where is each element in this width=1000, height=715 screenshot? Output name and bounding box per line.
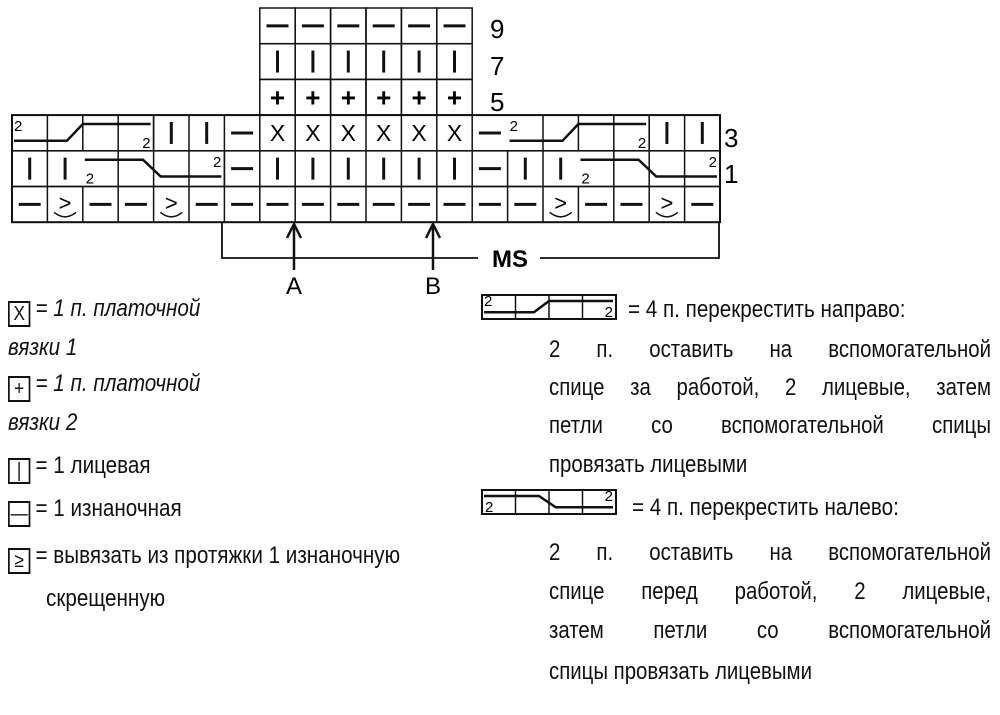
cable-right-line (14, 122, 151, 143)
cable-right-line (484, 299, 613, 314)
legend-text: = 1 п. платочной (35, 370, 201, 397)
cable-right-line (509, 122, 647, 143)
increase-arc (53, 211, 77, 218)
cable-number: 2 (581, 171, 589, 188)
arrow-up-icon (424, 221, 442, 239)
legend-text: петли со вспомогательной спицы (549, 412, 991, 439)
row-label: 5 (490, 87, 504, 117)
knit-symbol-icon: | (8, 458, 31, 484)
cable-right-icon: 22 (481, 293, 617, 321)
cable-left-line (484, 494, 613, 509)
ms-bracket (221, 222, 478, 259)
increase-arc (549, 211, 573, 218)
legend-m1: ≥= вывязать из протяжки 1 изнаночную (8, 537, 400, 574)
row-label: 7 (490, 51, 504, 81)
row-label: 9 (490, 14, 504, 44)
legend-text: 2 п. оставить на вспомогательной (549, 539, 991, 566)
legend-text: затем петли со вспомогательной (549, 617, 991, 644)
increase-symbol: > (165, 190, 178, 215)
legend-purl: —= 1 изнаночная (8, 490, 182, 527)
garter-symbol: X (376, 120, 391, 146)
cable-number: 2 (213, 154, 221, 171)
increase-symbol: > (59, 190, 72, 215)
cable-number: 2 (484, 293, 492, 310)
plus-symbol-icon: + (8, 376, 31, 402)
purl-symbol-icon: — (8, 501, 31, 527)
garter-symbol: X (447, 120, 462, 146)
legend-text: 2 п. оставить на вспомогательной (549, 336, 991, 363)
legend-text: провязать лицевыми (549, 451, 748, 478)
chart-frame (11, 114, 721, 224)
increase-symbol: > (554, 190, 567, 215)
cable-number: 2 (605, 304, 613, 321)
cable-left-line (580, 158, 717, 178)
cable-number: 2 (142, 135, 150, 152)
legend-text: вязки 1 (8, 334, 78, 361)
legend-text: спицы провязать лицевыми (549, 658, 812, 685)
arrow-label: B (425, 273, 441, 300)
legend-text: спице за работой, 2 лицевые, затем (549, 374, 991, 401)
legend-text: вязки 2 (8, 409, 78, 436)
legend-text: = 1 п. платочной (35, 295, 201, 322)
increase-symbol-icon: ≥ (8, 548, 31, 574)
cable-number: 2 (510, 118, 518, 135)
legend-text: = 4 п. перекрестить налево: (632, 494, 899, 521)
arrow-up-icon (285, 221, 303, 239)
increase-symbol: > (660, 190, 673, 215)
ms-bracket (540, 222, 720, 259)
garter2-symbol: + (376, 82, 391, 112)
cable-number: 2 (605, 488, 613, 505)
legend-knit: |= 1 лицевая (8, 447, 151, 484)
legend-text: = 1 изнаночная (35, 495, 182, 522)
legend-text: = 4 п. перекрестить направо: (628, 296, 906, 323)
garter-symbol: X (305, 120, 320, 146)
increase-arc (159, 211, 183, 218)
garter2-symbol: + (447, 82, 462, 112)
garter2-symbol: + (270, 82, 285, 112)
legend-text: = 1 лицевая (35, 452, 151, 479)
increase-arc (655, 211, 679, 218)
cable-number: 2 (709, 154, 717, 171)
legend-text: скрещенную (46, 585, 166, 612)
cable-number: 2 (86, 171, 94, 188)
garter2-symbol: + (305, 82, 320, 112)
garter2-symbol: + (412, 82, 427, 112)
cable-number: 2 (14, 118, 22, 135)
cable-left-line (84, 158, 222, 178)
legend-x: X= 1 п. платочной (8, 290, 200, 327)
legend-text: = вывязать из протяжки 1 изнаночную (35, 542, 401, 569)
row-label: 1 (724, 159, 738, 189)
cable-number: 2 (638, 135, 646, 152)
x-symbol-icon: X (8, 301, 31, 327)
garter-symbol: X (341, 120, 356, 146)
garter-symbol: X (270, 120, 285, 146)
cable-left-icon: 22 (481, 488, 617, 516)
legend-plus: += 1 п. платочной (8, 365, 200, 402)
garter2-symbol: + (341, 82, 356, 112)
ms-label: MS (492, 246, 528, 273)
row-label: 3 (724, 123, 738, 153)
legend-text: спице перед работой, 2 лицевые, (549, 578, 991, 605)
arrow-label: A (286, 273, 302, 300)
garter-symbol: X (411, 120, 426, 146)
cable-number: 2 (485, 499, 493, 516)
